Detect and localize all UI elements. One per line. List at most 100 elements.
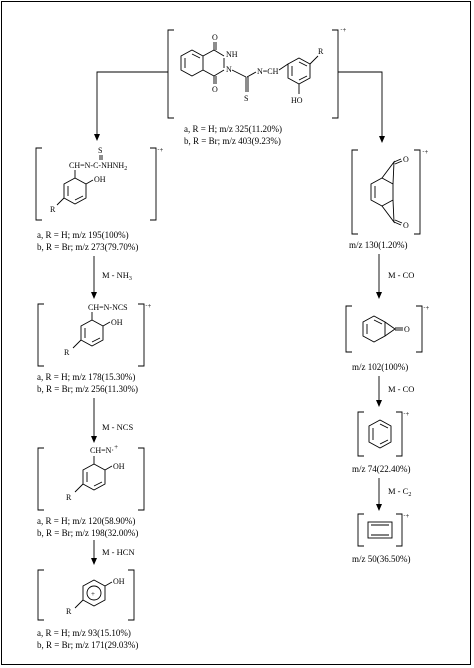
ring-aromatic-circle: [86, 585, 102, 601]
ring-double-bond: [379, 439, 389, 445]
bracket-right: [416, 305, 423, 353]
bracket-left: [35, 147, 42, 221]
atom-s: S: [98, 146, 102, 155]
left-1-label-b: b, R = Br; m/z 273(79.70%): [37, 242, 138, 252]
charge-label: ·+: [403, 410, 409, 418]
arrowhead: [91, 436, 97, 443]
atom-imine: N=CH: [257, 67, 279, 76]
fragment-bicyclic-ketone: ·+ O: [345, 304, 429, 353]
left-3-label-b: b, R = Br; m/z 198(32.00%): [37, 528, 138, 538]
bridge-bottom: [381, 199, 395, 224]
fragment-benzyne: ·+: [357, 410, 409, 457]
bridge: [384, 321, 396, 337]
oh-bond: [85, 179, 94, 185]
atom-oh: OH: [111, 318, 123, 327]
arrowhead: [91, 558, 97, 565]
step-label-ncs: M - NCS: [102, 422, 133, 432]
fragment-isothiocyanate: ·+ CH=N-NCS OH R: [37, 302, 151, 367]
atom-o-top: O: [212, 33, 218, 42]
step-label-hcn: M - HCN: [102, 547, 135, 557]
fragment-cyclobutadiene: ·+: [357, 512, 409, 547]
ring-double-bond: [191, 53, 201, 59]
arrowhead: [376, 400, 382, 407]
branch-right-arrow: [338, 71, 383, 136]
ring-double-bond: [93, 481, 103, 487]
branch-left-arrow: [96, 71, 168, 134]
bracket-right: [150, 147, 157, 221]
fragment-thiosemicarbazone: ·+ S CH=N-C-NHNH2 OH R: [35, 146, 163, 221]
parent-label-b: b, R = Br; m/z 403(9.23%): [184, 136, 281, 146]
phenol-ring: [63, 177, 87, 205]
atom-r: R: [66, 607, 72, 616]
ring-double-bond: [74, 195, 84, 201]
bracket-left: [357, 411, 364, 457]
n-c-bond: [231, 69, 247, 78]
bracket-right: [138, 447, 145, 511]
diazine-ring: [202, 49, 225, 57]
r-bond: [72, 339, 82, 349]
bracket-right: [396, 513, 403, 547]
ring-double-bond: [379, 423, 389, 429]
bracket-right: [414, 149, 421, 235]
chain-text: CH=N-NCS: [88, 303, 128, 312]
diazine-ring-lower: [202, 69, 225, 77]
atom-r: R: [66, 493, 72, 502]
bracket-left: [351, 149, 358, 235]
atom-o-bottom: O: [403, 221, 409, 230]
arrowhead: [91, 292, 97, 299]
atom-r: R: [50, 205, 56, 214]
oh-bond: [104, 581, 113, 587]
left-2-label-a: a, R = H; m/z 178(15.30%): [37, 372, 135, 382]
atom-o-top: O: [403, 155, 409, 164]
charge-label: ·+: [157, 146, 163, 154]
r-bond: [74, 483, 84, 493]
chain-text: CH=N-C-NHNH2: [69, 161, 127, 172]
charge-label: ·+: [403, 512, 409, 520]
ring: [367, 521, 393, 539]
atom-o-bottom: O: [212, 85, 218, 94]
left-4-label-a: a, R = H; m/z 93(15.10%): [37, 628, 131, 638]
ring-double-bond: [298, 75, 308, 81]
phenol-ring: [82, 463, 106, 491]
right-3-label: m/z 74(22.40%): [352, 464, 411, 474]
ring: [370, 177, 394, 207]
right-2-label: m/z 102(100%): [352, 362, 408, 372]
bracket-left: [37, 569, 44, 621]
arrowhead: [376, 292, 382, 299]
bracket-right: [396, 411, 403, 457]
carbonyl-top: [393, 158, 402, 163]
fragment-nitrenium: CH=N·+ OH R: [37, 443, 145, 511]
r-bond: [56, 197, 65, 206]
step-label-c2: M - C2: [388, 486, 411, 498]
carbonyl-bottom: [393, 221, 402, 226]
atom-ho: HO: [291, 96, 303, 105]
charge-label: ·+: [145, 302, 151, 310]
ring-double-bond: [298, 61, 308, 67]
right-1-label: m/z 130(1.20%): [349, 240, 408, 250]
r-bond: [74, 599, 84, 609]
left-1-label-a: a, R = H; m/z 195(100%): [37, 230, 129, 240]
ring: [368, 419, 392, 449]
phenol-ring: [80, 319, 104, 347]
carbonyl-bottom-2: [394, 219, 403, 224]
right-4-label: m/z 50(36.50%): [352, 554, 411, 564]
atom-oh: OH: [94, 175, 106, 184]
r-bond: [309, 55, 319, 65]
left-2-label-b: b, R = Br; m/z 256(11.30%): [37, 384, 138, 394]
step-label-co-1: M - CO: [388, 270, 414, 280]
bracket-right: [138, 303, 145, 367]
left-4-label-b: b, R = Br; m/z 171(29.03%): [37, 640, 138, 650]
atom-s: S: [244, 94, 248, 103]
carbonyl-top-2: [394, 160, 403, 165]
bracket-right: [128, 569, 135, 621]
bracket-left: [345, 305, 352, 353]
parent-label-a: a, R = H; m/z 325(11.20%): [184, 124, 282, 134]
atom-oh: OH: [113, 577, 125, 586]
ch-ring-bond: [278, 63, 289, 71]
step-label-co-2: M - CO: [388, 384, 414, 394]
chain-text: CH=N·+: [90, 443, 118, 455]
atom-r: R: [64, 348, 70, 357]
atom-o: O: [404, 325, 410, 334]
